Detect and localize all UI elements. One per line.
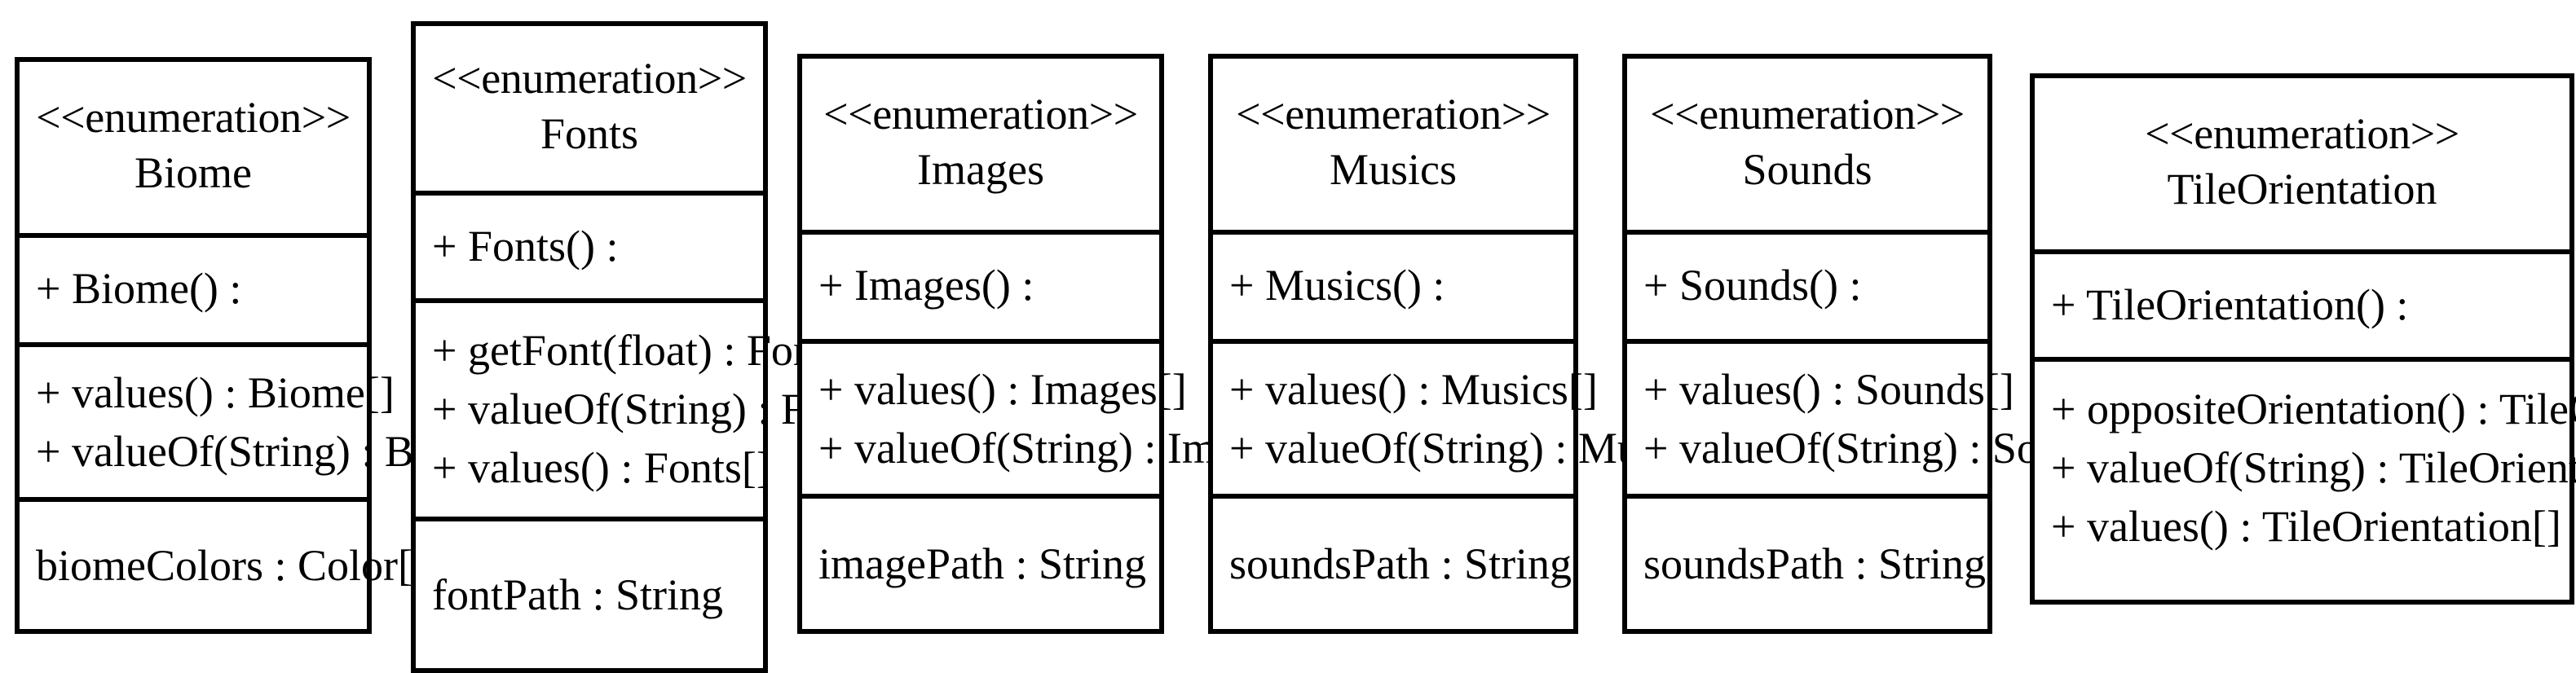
class-name: Biome (135, 148, 252, 197)
stereotype-label: <<enumeration>> (2145, 109, 2459, 158)
class-header-fonts: <<enumeration>> Fonts (416, 26, 763, 196)
attribute-compartment-biome: biomeColors : Color[] (20, 502, 427, 629)
constructor-row: + Biome() : (36, 264, 242, 313)
method-compartment-biome: + values() : Biome[] + valueOf(String) :… (20, 347, 502, 502)
method-compartment-tileorientation: + oppositeOrientation() : TileOrientatio… (2035, 362, 2576, 575)
method-compartment-fonts: + getFont(float) : Font + valueOf(String… (416, 303, 879, 521)
constructor-row: + TileOrientation() : (2051, 279, 2409, 328)
method-row: + values() : Images[] (818, 364, 1187, 413)
uml-class-sounds[interactable]: <<enumeration>> Sounds + Sounds() : + va… (1622, 54, 2122, 634)
method-compartment-sounds: + values() : Sounds[] + valueOf(String) … (1627, 344, 2122, 499)
stereotype-label: <<enumeration>> (1650, 90, 1965, 139)
uml-class-musics[interactable]: <<enumeration>> Musics + Musics() : + va… (1208, 54, 1705, 634)
method-row: + valueOf(String) : TileOrientation (2051, 443, 2576, 492)
class-name: Images (917, 145, 1044, 194)
constructor-row: + Fonts() : (432, 221, 619, 270)
attribute-row: fontPath : String (432, 570, 724, 618)
attribute-row: imagePath : String (818, 539, 1146, 587)
stereotype-label: <<enumeration>> (432, 54, 747, 103)
method-row: + values() : TileOrientation[] (2051, 502, 2561, 551)
attribute-compartment-sounds: soundsPath : String (1627, 499, 1987, 629)
method-row: + valueOf(String) : Musics (1229, 423, 1705, 472)
constructor-compartment-images: + Images() : (802, 235, 1159, 344)
method-row: + valueOf(String) : Fonts (432, 385, 879, 433)
class-header-tileorientation: <<enumeration>> TileOrientation (2035, 78, 2569, 254)
attribute-compartment-images: imagePath : String (802, 499, 1159, 629)
uml-class-tileorientation[interactable]: <<enumeration>> TileOrientation + TileOr… (2030, 73, 2576, 605)
method-row: + valueOf(String) : Biome (36, 426, 502, 475)
class-name: Sounds (1742, 145, 1872, 194)
attribute-row: soundsPath : String (1643, 539, 1987, 587)
stereotype-label: <<enumeration>> (823, 90, 1138, 139)
constructor-row: + Musics() : (1229, 261, 1445, 310)
class-name: Fonts (540, 109, 639, 158)
stereotype-label: <<enumeration>> (36, 93, 351, 142)
class-header-musics: <<enumeration>> Musics (1213, 59, 1573, 235)
method-row: + valueOf(String) : Images (818, 423, 1295, 472)
uml-diagram-canvas: <<enumeration>> Biome + Biome() : + valu… (15, 21, 2576, 673)
constructor-compartment-fonts: + Fonts() : (416, 196, 763, 303)
method-row: + getFont(float) : Font (432, 326, 827, 375)
method-row: + valueOf(String) : Sounds (1643, 423, 2122, 472)
method-compartment-musics: + values() : Musics[] + valueOf(String) … (1213, 344, 1705, 499)
method-row: + values() : Sounds[] (1643, 364, 2014, 413)
constructor-compartment-sounds: + Sounds() : (1627, 235, 1987, 344)
method-row: + oppositeOrientation() : TileOrientatio… (2051, 385, 2576, 433)
stereotype-label: <<enumeration>> (1236, 90, 1550, 139)
method-row: + values() : Fonts[] (432, 443, 771, 492)
method-row: + values() : Musics[] (1229, 364, 1598, 413)
attribute-row: biomeColors : Color[] (36, 540, 427, 589)
class-name: Musics (1329, 145, 1457, 194)
attribute-compartment-musics: soundsPath : String (1213, 499, 1573, 629)
uml-class-biome[interactable]: <<enumeration>> Biome + Biome() : + valu… (15, 57, 502, 634)
method-row: + values() : Biome[] (36, 367, 395, 416)
constructor-compartment-tileorientation: + TileOrientation() : (2035, 254, 2569, 362)
class-name: TileOrientation (2167, 165, 2437, 213)
method-compartment-images: + values() : Images[] + valueOf(String) … (802, 344, 1295, 499)
constructor-row: + Images() : (818, 261, 1034, 310)
attribute-row: soundsPath : String (1229, 539, 1573, 587)
uml-class-images[interactable]: <<enumeration>> Images + Images() : + va… (797, 54, 1295, 634)
class-header-sounds: <<enumeration>> Sounds (1627, 59, 1987, 235)
constructor-compartment-biome: + Biome() : (20, 238, 367, 347)
constructor-row: + Sounds() : (1643, 261, 1862, 310)
attribute-compartment-fonts: fontPath : String (416, 521, 763, 668)
constructor-compartment-musics: + Musics() : (1213, 235, 1573, 344)
class-header-biome: <<enumeration>> Biome (20, 62, 367, 238)
class-header-images: <<enumeration>> Images (802, 59, 1159, 235)
uml-class-fonts[interactable]: <<enumeration>> Fonts + Fonts() : + getF… (411, 21, 879, 673)
